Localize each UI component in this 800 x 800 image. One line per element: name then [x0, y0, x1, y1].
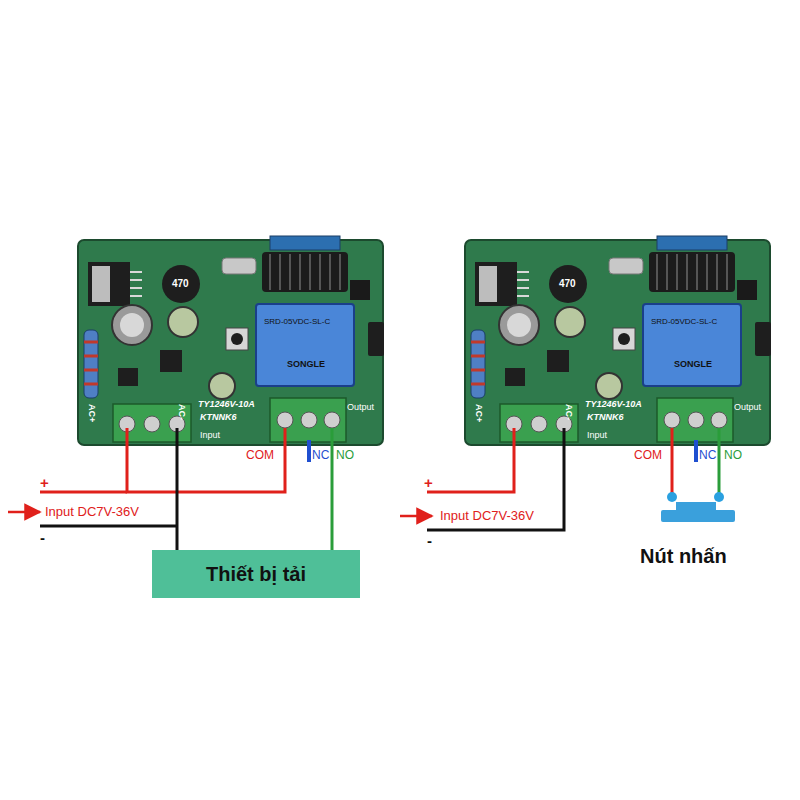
relay-marking: SRD-05VDC-SL-C — [651, 318, 717, 327]
inductor-value: 470 — [172, 278, 189, 289]
relay-board — [78, 236, 384, 445]
terminal-label: AC+ — [86, 404, 96, 422]
polarity-sign: - — [40, 530, 45, 547]
board-mark: KTNNK6 — [587, 413, 624, 423]
input-label: Input DC7V-36V — [440, 509, 534, 523]
silkscreen-text: Input — [200, 431, 220, 441]
pin-name: NC — [312, 449, 329, 462]
board-mark: KTNNK6 — [200, 413, 237, 423]
silkscreen-text: Input — [587, 431, 607, 441]
terminal-label: AC+ — [473, 404, 483, 422]
polarity-sign: + — [424, 475, 433, 492]
load-box: Thiết bị tải — [152, 550, 360, 598]
relay-board — [465, 236, 771, 445]
terminal-label: AC- — [176, 404, 186, 420]
push-button — [661, 492, 735, 522]
inductor-value: 470 — [559, 278, 576, 289]
wires-left — [8, 428, 332, 550]
pin-name: NO — [336, 449, 354, 462]
input-label: Input DC7V-36V — [45, 505, 139, 519]
pin-name: NC — [699, 449, 716, 462]
pin-name: COM — [634, 449, 662, 462]
silkscreen-text: Output — [347, 403, 374, 413]
polarity-sign: - — [427, 533, 432, 550]
pin-name: COM — [246, 449, 274, 462]
silkscreen-text: Output — [734, 403, 761, 413]
terminal-label: AC- — [563, 404, 573, 420]
load-label: Thiết bị tải — [206, 563, 306, 586]
board-model: TY1246V-10A — [198, 400, 255, 410]
relay-marking: SRD-05VDC-SL-C — [264, 318, 330, 327]
relay-brand: SONGLE — [287, 360, 325, 370]
button-label: Nút nhấn — [640, 545, 727, 567]
relay-brand: SONGLE — [674, 360, 712, 370]
pin-name: NO — [724, 449, 742, 462]
board-model: TY1246V-10A — [585, 400, 642, 410]
polarity-sign: + — [40, 475, 49, 492]
